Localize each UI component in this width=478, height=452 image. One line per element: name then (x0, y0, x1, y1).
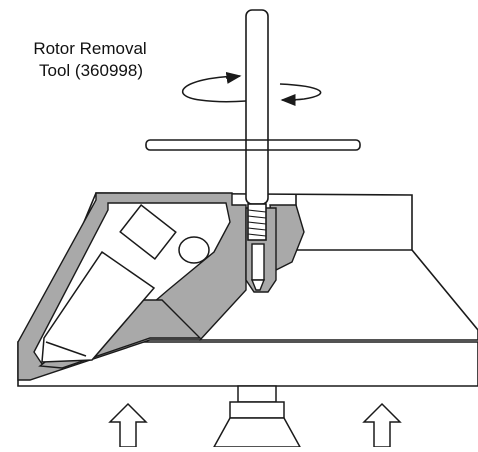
removal-tool (145, 9, 361, 241)
callout-label-line2: Tool (360998) (39, 61, 143, 80)
sample-tube (41, 204, 177, 363)
tool-shaft (245, 9, 269, 205)
rotor-hub (250, 243, 266, 291)
rotation-arrow (181, 71, 322, 106)
callout-label-line1: Rotor Removal (33, 39, 147, 58)
lift-arrow-right (362, 402, 402, 448)
lift-arrow-left (108, 402, 148, 448)
drive-spindle (212, 385, 302, 448)
rotor-hole (178, 236, 210, 264)
